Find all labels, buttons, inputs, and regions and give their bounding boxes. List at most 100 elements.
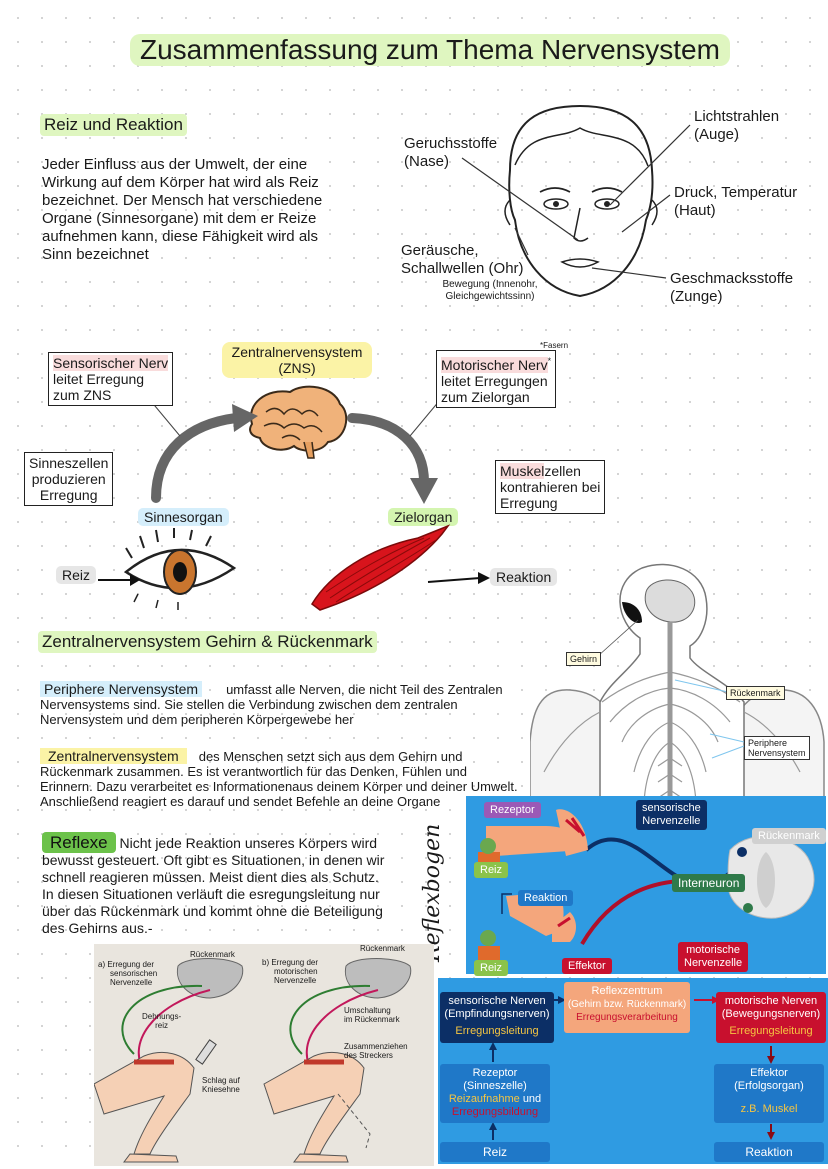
text-line: Sinn bezeichnet (42, 246, 149, 263)
knee-label-rueckenmark-a: Rückenmark (190, 950, 235, 959)
text-line: bezeichnet. Der Mensch hat verschiedene (42, 192, 323, 209)
scheme-reaktion: Reaktion (714, 1142, 824, 1162)
reflexbogen-drawing (478, 809, 815, 960)
box-line: Sinneszellen (29, 455, 109, 471)
text-line: In diesen Situationen verläuft die esreg… (42, 886, 380, 902)
label-gehirn: Gehirn (566, 652, 602, 666)
text-line: des Menschen setzt sich aus dem Gehirn u… (198, 749, 463, 764)
box-line: (Bewegungsnerven) (721, 1008, 821, 1020)
label-line: Kniesehne (202, 1085, 240, 1094)
pathway-arrows (149, 399, 441, 504)
label-line: b) Erregung der (262, 958, 319, 967)
text-line: Nicht jede Reaktion unseres Körpers wird (119, 835, 378, 851)
box-sinneszellen: Sinneszellen produzieren Erregung (24, 452, 114, 506)
scheme-arrows (489, 996, 775, 1140)
label-line: Schallwellen (Ohr) (401, 260, 524, 277)
tag-rueckenmark: Rückenmark (752, 828, 826, 844)
box-line: (Erfolgsorgan) (734, 1080, 804, 1092)
tag-line: motorische (686, 944, 740, 956)
label-sinnesorgan: Sinnesorgan (138, 508, 229, 526)
label-line: (ZNS) (278, 360, 316, 376)
knee-label-a: a) Erregung der sensorischen Nervenzelle (98, 960, 157, 987)
label-line: Zusammenziehen (344, 1042, 408, 1051)
section-heading-reflexe: Reflexe (42, 832, 116, 853)
label-rueckenmark: Rückenmark (726, 686, 785, 700)
box-line: (Gehirn bzw. Rückenmark) (567, 999, 687, 1010)
label-reaktion: Reaktion (490, 568, 558, 586)
tag-rezeptor: Rezeptor (484, 802, 541, 818)
box-line: sensorische Nerven (448, 995, 546, 1007)
text-line: über das Rückenmark und kommt ohne die B… (42, 903, 383, 919)
label-line: Geschmacksstoffe (670, 270, 794, 287)
text-line: des Gehirns aus.- (42, 920, 153, 936)
text-line: Nervensystems sind. Sie stellen die Verb… (40, 697, 458, 712)
label-line: (Nase) (404, 153, 450, 170)
label-line: Zentralnervensystem (231, 344, 363, 360)
footnote-mark: * (547, 356, 552, 366)
knee-label-dehnung: Dehnungs- reiz (142, 1012, 181, 1030)
knee-reflex-figure: a) Erregung der sensorischen Nervenzelle… (94, 944, 434, 1166)
box-sub: Erregungsverarbeitung (576, 1012, 678, 1023)
label-line: Nervenzelle (110, 978, 153, 987)
label-zielorgan: Zielorgan (388, 508, 459, 526)
section-heading-reiz: Reiz und Reaktion (40, 114, 187, 136)
knee-label-zusammen: Zusammenziehen des Streckers (344, 1042, 408, 1060)
brain-icon (249, 385, 348, 459)
label-geschmack: Geschmacksstoffe (Zunge) (670, 270, 793, 306)
muscle-icon (311, 524, 451, 611)
label-line: Nervensystem (748, 748, 806, 758)
box-line: zum ZNS (53, 387, 112, 403)
knee-label-rueckenmark-b: Rückenmark (360, 944, 405, 953)
box-sub: Erregungsleitung (455, 1025, 539, 1037)
text-line: Nervensystem und dem peripheren Körperge… (40, 712, 354, 727)
label-line: Geräusche, (401, 242, 479, 259)
label-line: Bewegung (Innenohr, (442, 279, 538, 290)
tag-effektor: Effektor (562, 958, 612, 974)
knee-reflex-drawing (94, 958, 412, 1163)
reflexbogen-side-label: Reflexbogen (420, 823, 445, 962)
scheme-reiz: Reiz (440, 1142, 550, 1162)
label-line: Geruchsstoffe (404, 135, 498, 152)
label-reiz: Reiz (56, 566, 97, 584)
text-line: Erinnern. Dazu verarbeitet es Informatio… (40, 779, 518, 794)
page-title: Zusammenfassung zum Thema Nervensystem (130, 34, 730, 66)
text-line: Rückenmark zusammen. Es ist verantwortli… (40, 764, 468, 779)
eye-icon (123, 528, 237, 610)
term-highlight: Zentralnervensystem (40, 748, 187, 764)
text-line: aufnehmen kann, diese Fähigkeit wird als (42, 228, 318, 245)
box-line: kontrahieren bei (500, 479, 601, 495)
box-line: Erregung (39, 487, 98, 503)
text-line: Wirkung auf dem Körper hat wird als Reiz (42, 174, 319, 191)
term-highlight: Periphere Nervensystem (40, 681, 203, 697)
reflexe-paragraph: Reflexe Nicht jede Reaktion unseres Körp… (42, 832, 442, 937)
label-line: Dehnungs- (142, 1012, 182, 1021)
box-sub: Erregungsbildung (451, 1106, 539, 1118)
scheme-rezeptor: Rezeptor (Sinneszelle) Reizaufnahme und … (440, 1064, 550, 1123)
box-sub: Erregungsleitung (729, 1025, 813, 1037)
tag-reaktion: Reaktion (518, 890, 574, 906)
label-line: Lichtstrahlen (694, 108, 780, 125)
tag-line: sensorische (642, 802, 701, 814)
label-line: (Auge) (694, 126, 740, 143)
knee-label-b: b) Erregung der motorischen Nervenzelle (262, 958, 318, 985)
label-druck: Druck, Temperatur (Haut) (674, 184, 797, 220)
label-line: Nervenzelle (274, 976, 317, 985)
box-line: motorische Nerven (724, 995, 818, 1007)
reiz-paragraph: Jeder Einfluss aus der Umwelt, der eine … (42, 156, 382, 264)
label-line: a) Erregung der (98, 960, 155, 969)
tag-reiz-top: Reiz (474, 862, 509, 878)
section-heading-zns: Zentralnervensystem Gehirn & Rückenmark (38, 631, 377, 653)
box-sub: z.B. Muskel (740, 1103, 798, 1115)
scheme-reflexzentrum: Reflexzentrum (Gehirn bzw. Rückenmark) E… (564, 982, 690, 1033)
box-line: Reflexzentrum (591, 985, 663, 997)
box-title: Sensorischer Nerv (53, 355, 169, 371)
box-line: (Empfindungsnerven) (444, 1008, 550, 1020)
arrow-reaktion-icon (427, 572, 490, 584)
knee-label-umschaltung: Umschaltung im Rückenmark (344, 1006, 400, 1024)
box-line: leitet Erregung (53, 371, 145, 387)
label-periphere: Periphere Nervensystem (744, 736, 810, 760)
tag-motorische-nervenzelle: motorische Nervenzelle (678, 942, 749, 972)
label-line: reiz (155, 1021, 169, 1030)
label-line: des Streckers (344, 1051, 393, 1060)
